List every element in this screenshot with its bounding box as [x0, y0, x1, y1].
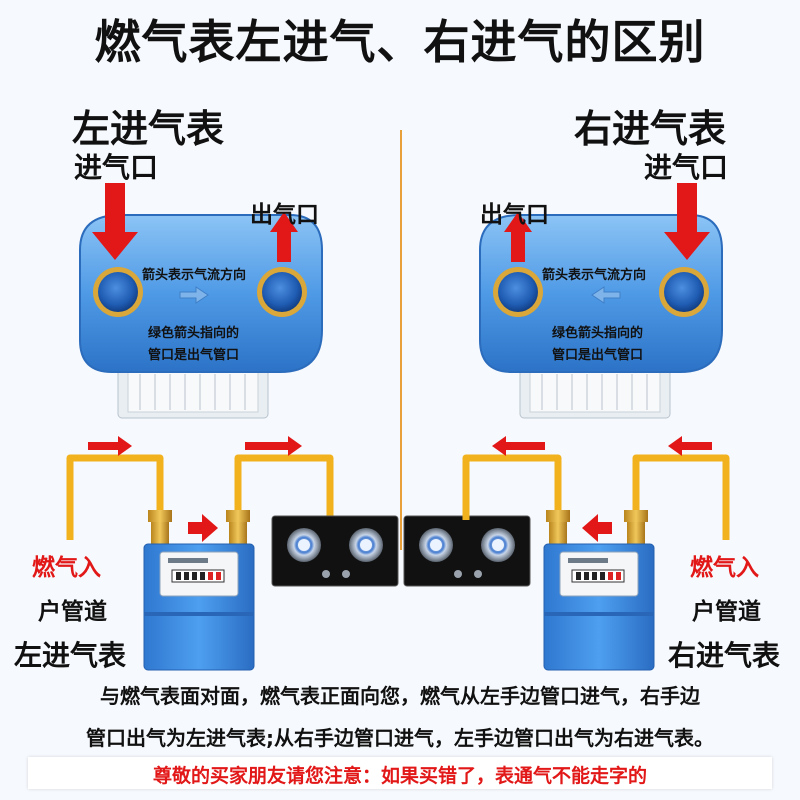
- left-meter-top-view: [79, 183, 323, 419]
- right-green-note-1: 绿色箭头指向的: [552, 326, 644, 341]
- warning-text: 尊敬的买家朋友请您注意：如果买错了，表通气不能走字的: [152, 765, 647, 787]
- explanation-line-1: 与燃气表面对面，燃气表正面向您，燃气从左手边管口进气，右手边: [100, 684, 700, 708]
- left-type-label: 左进气表: [14, 639, 127, 672]
- right-stove: [403, 515, 531, 587]
- page-title: 燃气表左进气、右进气的区别: [94, 15, 706, 69]
- left-installation: [66, 436, 334, 671]
- explanation-line-2: 管口出气为左进气表;从右手边管口进气，左手边管口出气为右进气表。: [86, 726, 714, 750]
- right-installation: [462, 436, 730, 671]
- right-outlet-label: 出气口: [480, 202, 549, 228]
- right-inlet-label: 进气口: [644, 151, 729, 184]
- left-inlet-label: 进气口: [74, 151, 159, 184]
- left-arrow-note: 箭头表示气流方向: [142, 268, 247, 283]
- left-pipe-label: 户管道: [38, 599, 107, 625]
- left-green-note-1: 绿色箭头指向的: [148, 326, 240, 341]
- left-outlet-label: 出气口: [250, 202, 319, 228]
- right-pipe-label: 户管道: [692, 599, 761, 625]
- center-divider: [400, 130, 402, 550]
- right-panel-heading: 右进气表: [574, 107, 727, 151]
- left-green-note-2: 管口是出气管口: [148, 348, 240, 363]
- left-gas-in-label: 燃气入: [32, 555, 101, 581]
- left-panel-heading: 左进气表: [72, 107, 225, 151]
- right-gas-in-label: 燃气入: [690, 555, 759, 581]
- right-arrow-note: 箭头表示气流方向: [542, 268, 647, 283]
- left-stove: [271, 515, 399, 587]
- right-type-label: 右进气表: [668, 639, 781, 672]
- right-green-note-2: 管口是出气管口: [552, 348, 644, 363]
- right-meter-top-view: [479, 183, 723, 419]
- warning-bar: [28, 757, 772, 789]
